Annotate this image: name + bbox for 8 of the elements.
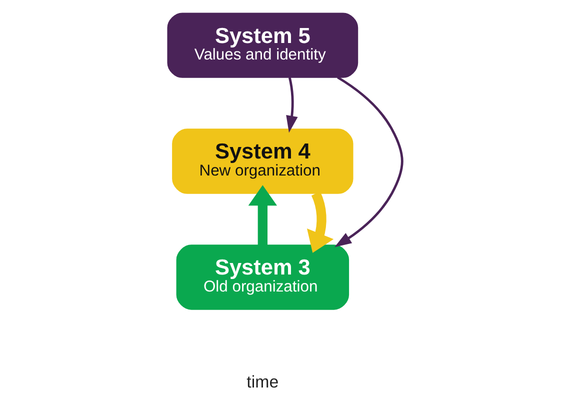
node-box: System 4 New organization	[172, 128, 353, 194]
arrow	[286, 77, 298, 133]
node-box: System 5 Values and identity	[166, 12, 358, 78]
label: time	[246, 372, 278, 392]
node-box: System 3 Old organization	[176, 244, 349, 310]
arrow	[248, 185, 277, 246]
arrow	[306, 192, 334, 253]
arrow	[334, 76, 403, 248]
